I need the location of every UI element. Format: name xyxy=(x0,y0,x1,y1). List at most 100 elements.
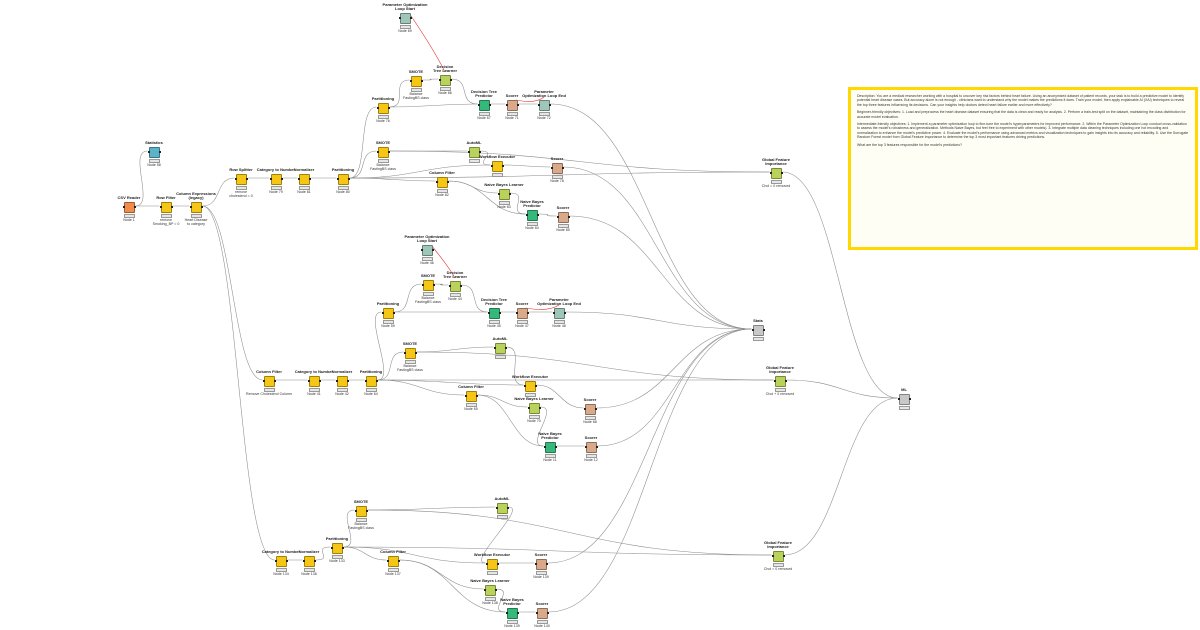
connection-n10-n12[interactable] xyxy=(422,78,439,81)
connection-n9-n13[interactable] xyxy=(389,103,478,108)
connection-n50-n51[interactable] xyxy=(315,546,331,561)
node-n39[interactable]: Workflow Executor xyxy=(500,374,560,397)
connection-n21-n22[interactable] xyxy=(510,192,526,215)
connection-n51-n52[interactable] xyxy=(343,546,387,561)
connection-n4-n5[interactable] xyxy=(202,177,235,207)
node-n18[interactable]: Workflow Executor xyxy=(467,154,527,177)
connection-n18-n19[interactable] xyxy=(503,164,551,168)
connection-n43-n46[interactable] xyxy=(786,379,898,399)
node-n17[interactable]: AutoML xyxy=(444,140,504,163)
connection-n9-n10[interactable] xyxy=(389,79,410,108)
connection-n4-n35[interactable] xyxy=(202,205,263,381)
connection-n38-n40[interactable] xyxy=(377,379,465,396)
connection-n24-n46[interactable] xyxy=(782,171,898,399)
connection-n15-n32[interactable] xyxy=(550,103,752,330)
connection-n17-n18[interactable] xyxy=(480,150,491,166)
connection-n58-n46[interactable] xyxy=(784,397,898,556)
connection-n42-n32[interactable] xyxy=(596,328,752,409)
connection-n8-n9[interactable] xyxy=(349,106,377,179)
node-n34[interactable]: AutoML xyxy=(470,336,530,359)
flow-variable-n14-n15[interactable] xyxy=(515,96,545,102)
connection-n20-n22[interactable] xyxy=(448,180,526,215)
connection-n33-n43[interactable] xyxy=(416,351,774,381)
connection-n12-n13[interactable] xyxy=(451,78,478,105)
connection-n16-n24[interactable] xyxy=(389,150,770,173)
connection-n8-n16[interactable] xyxy=(349,150,377,179)
connection-n38-n33[interactable] xyxy=(377,351,404,381)
connection-n8-n18[interactable] xyxy=(349,164,491,179)
connection-n39-n42[interactable] xyxy=(536,384,584,409)
connection-n38-n28[interactable] xyxy=(375,311,384,381)
flow-variable-n30-n31[interactable] xyxy=(525,304,560,310)
connection-n4-n49[interactable] xyxy=(202,205,275,561)
connection-n57-n32[interactable] xyxy=(548,328,752,613)
connection-n52-n56[interactable] xyxy=(399,559,506,613)
connection-n22-n23[interactable] xyxy=(538,213,557,217)
node-n48[interactable]: AutoML xyxy=(472,496,532,519)
node-n53[interactable]: Workflow Executor xyxy=(462,552,522,575)
flow-variable-n25-n27[interactable] xyxy=(430,244,456,279)
node-n4[interactable]: Column Expressions (legacy)Heart Disease… xyxy=(166,191,226,225)
connection-n55-n56[interactable] xyxy=(496,588,506,613)
connection-n1-n2[interactable] xyxy=(135,150,148,207)
connection-n27-n29[interactable] xyxy=(461,284,488,313)
connection-n51-n58[interactable] xyxy=(343,546,772,556)
connection-n31-n32[interactable] xyxy=(565,311,752,330)
connection-n41-n44[interactable] xyxy=(537,406,547,447)
connection-n19-n32[interactable] xyxy=(563,166,752,330)
flow-variable-n11-n12[interactable] xyxy=(408,12,446,73)
node-n32[interactable]: Stats xyxy=(728,318,788,341)
connection-n40-n44[interactable] xyxy=(477,394,544,447)
connection-n51-n53[interactable] xyxy=(343,546,486,564)
connection-n23-n32[interactable] xyxy=(569,215,752,330)
connection-n47-n58[interactable] xyxy=(367,509,772,556)
workflow-annotation[interactable]: Description: You are a medical researche… xyxy=(848,87,1198,250)
connection-n28-n26[interactable] xyxy=(394,283,422,313)
connection-n34-n39[interactable] xyxy=(506,346,524,386)
